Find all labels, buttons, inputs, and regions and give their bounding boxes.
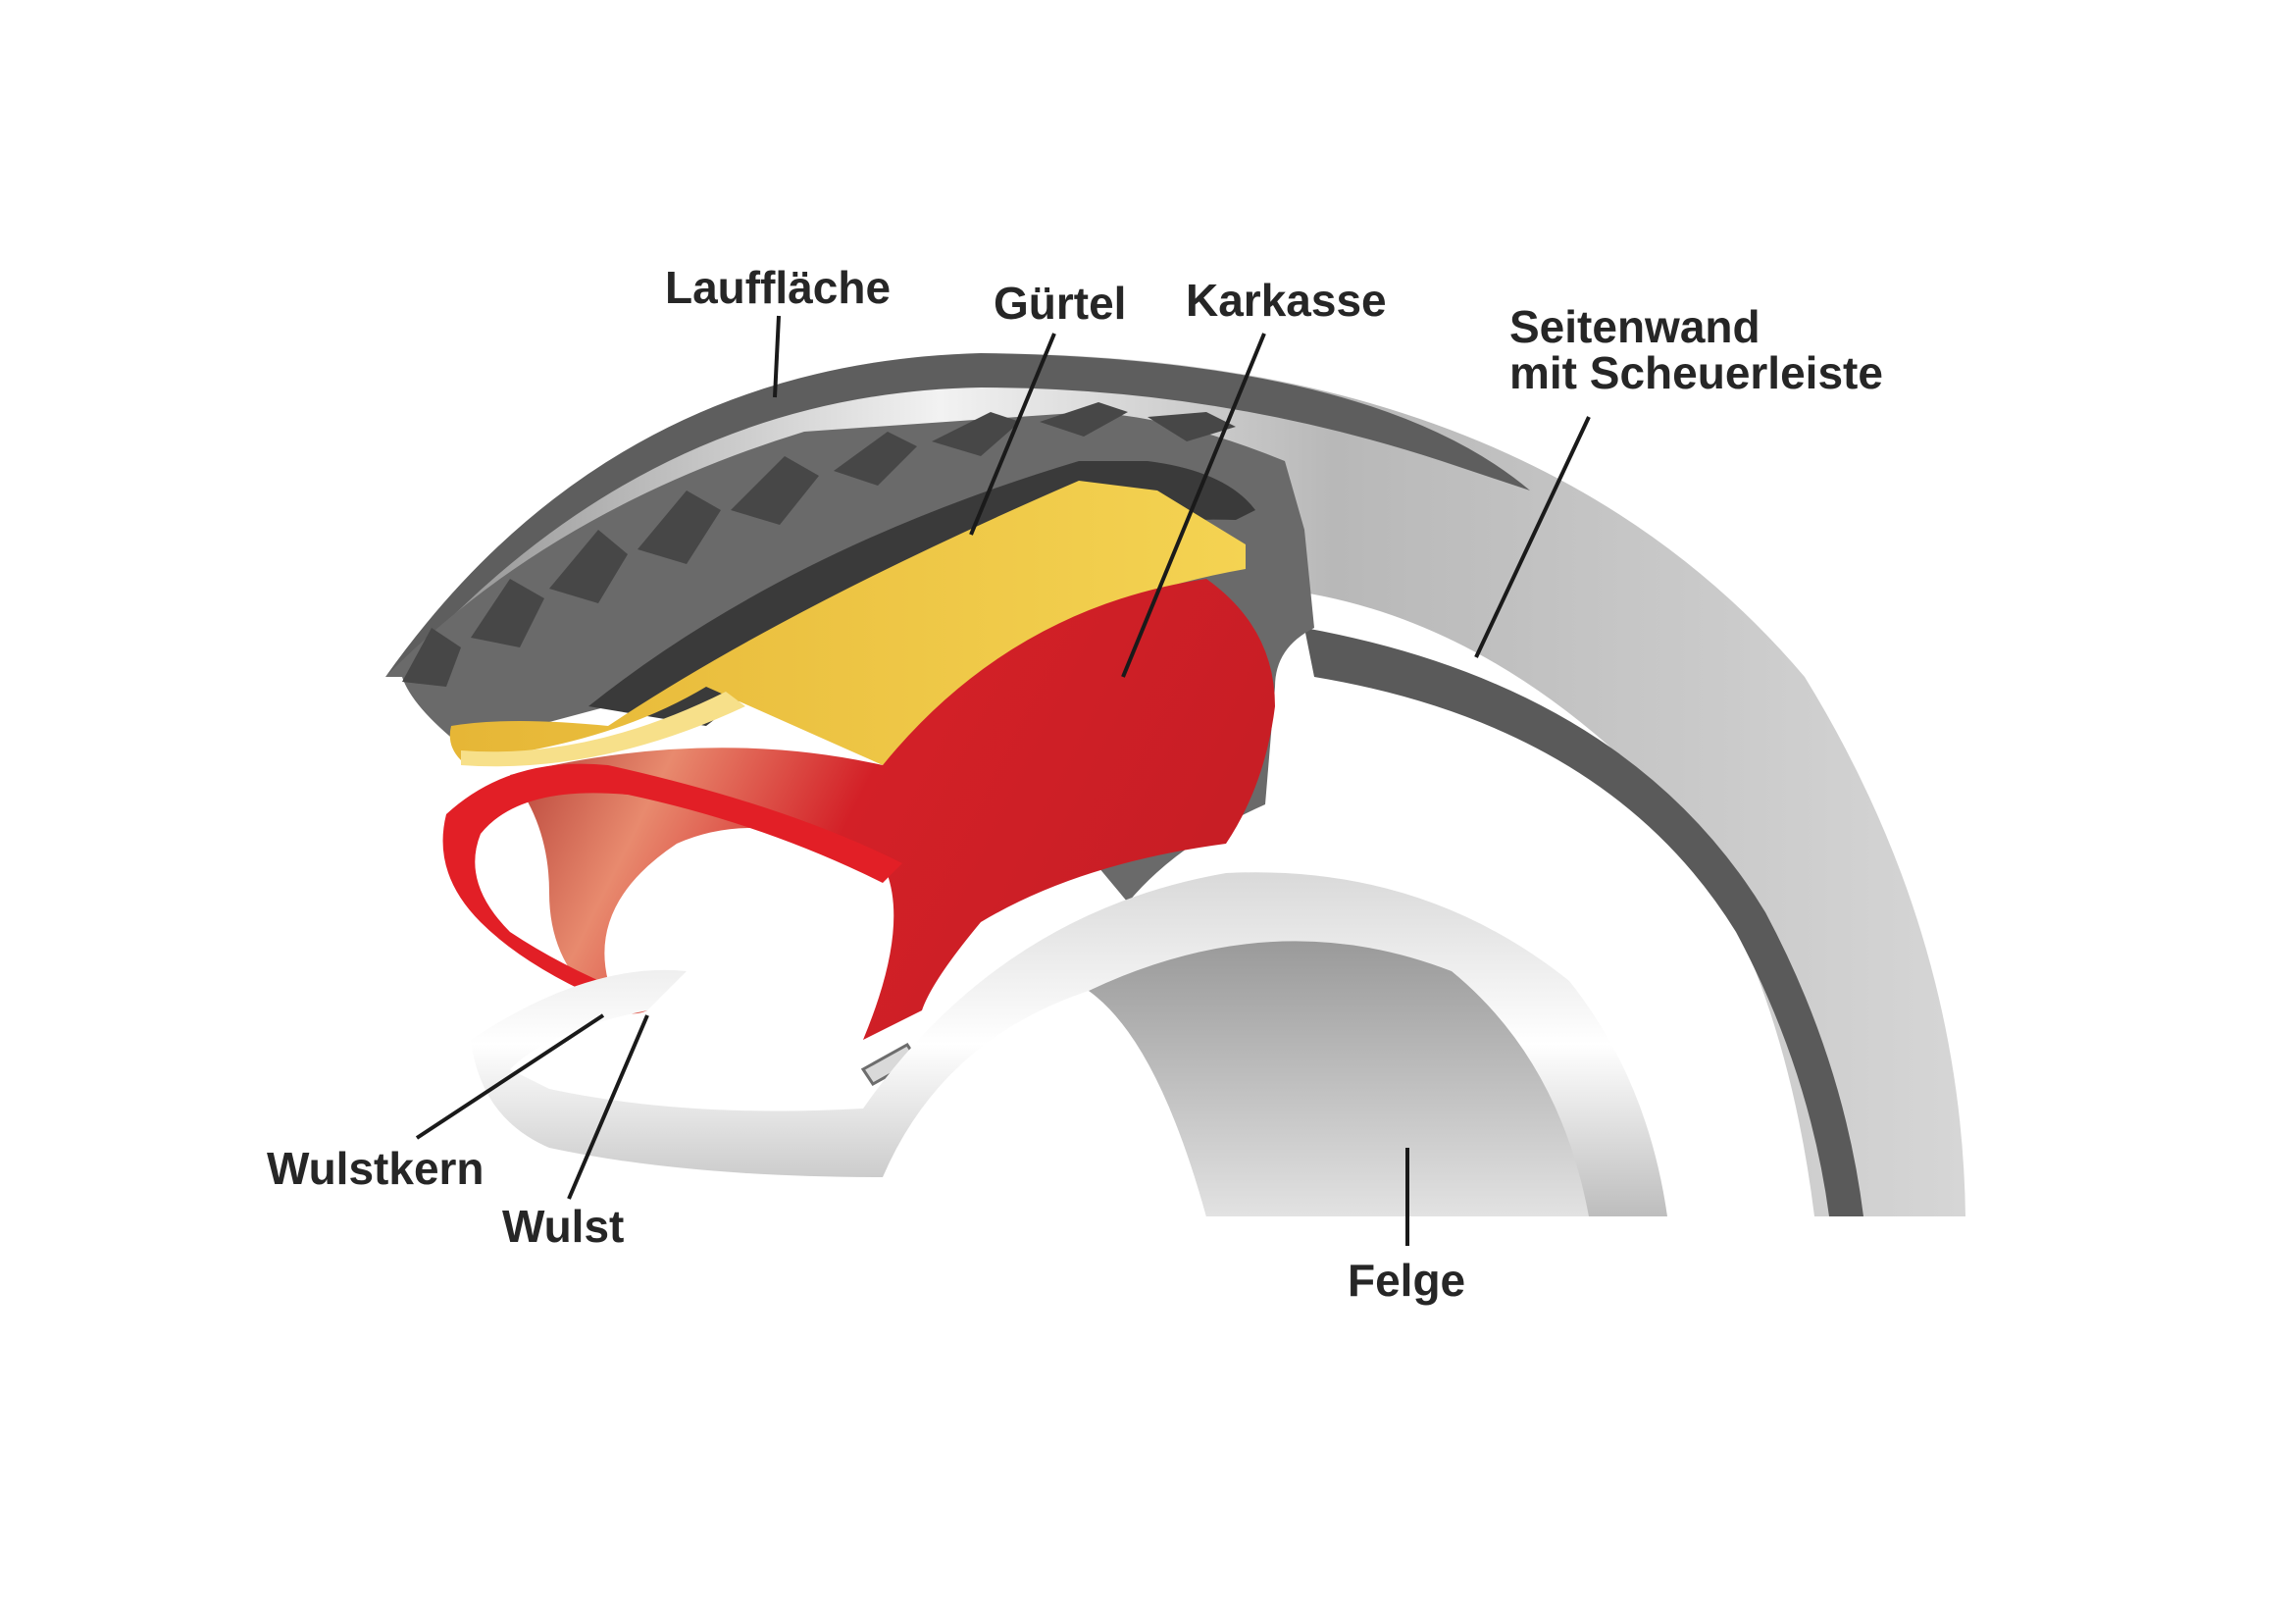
leader-line-wulst bbox=[567, 1014, 649, 1200]
leader-line-guertel bbox=[969, 333, 1056, 536]
leader-line-lauffläche bbox=[773, 315, 781, 398]
label-lauffläche: Lauffläche bbox=[665, 262, 892, 313]
carcass-layer bbox=[510, 579, 1275, 1040]
carcass-edge bbox=[442, 763, 902, 1010]
tread-outer-shape bbox=[385, 353, 1530, 677]
label-wulst: Wulst bbox=[502, 1201, 625, 1252]
label-felge: Felge bbox=[1348, 1255, 1466, 1306]
leader-line-seitenwand bbox=[1474, 416, 1591, 658]
belt-stripe bbox=[461, 692, 745, 767]
tread-blocks bbox=[402, 402, 1236, 687]
label-guertel: Gürtel bbox=[994, 278, 1127, 329]
label-karkasse: Karkasse bbox=[1186, 275, 1387, 326]
label-seitenwand-line2: mit Scheuerleiste bbox=[1509, 347, 1883, 398]
rim-inner-shade bbox=[1089, 941, 1589, 1216]
leader-line-karkasse bbox=[1121, 333, 1266, 678]
scheuerleiste-band bbox=[1304, 628, 1863, 1216]
belt-layer bbox=[449, 481, 1246, 765]
label-wulstkern: Wulstkern bbox=[267, 1143, 485, 1194]
leader-line-wulstkern bbox=[415, 1013, 605, 1140]
label-seitenwand-line1: Seitenwand bbox=[1509, 301, 1760, 352]
